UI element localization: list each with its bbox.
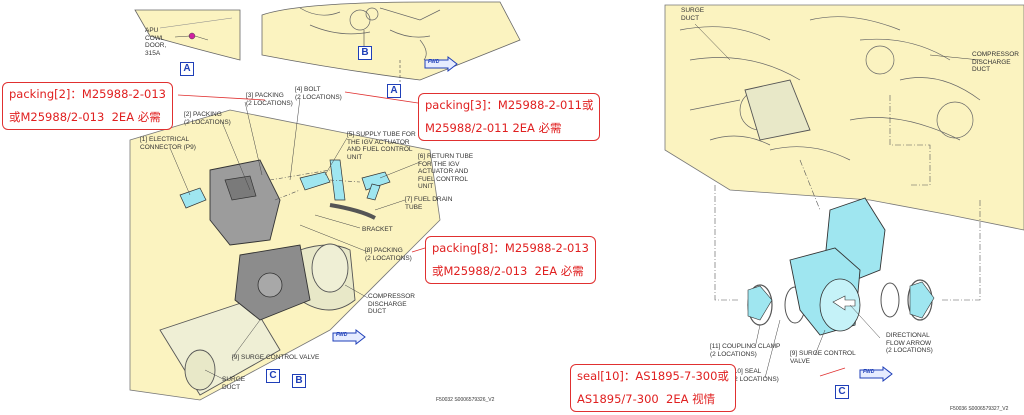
- fwd-arrow-label-lower: FWD: [336, 332, 348, 338]
- directional-flow-arrow-label: DIRECTIONAL FLOW ARROW (2 LOCATIONS): [886, 332, 933, 354]
- packing-8-label: [8] PACKING (2 LOCATIONS): [365, 247, 412, 262]
- figure-id-left: F50032 S0006579326_V2: [436, 397, 495, 403]
- supply-tube-label: [5] SUPPLY TUBE FOR THE IGV ACTUATOR AND…: [347, 131, 416, 161]
- compressor-discharge-duct-label: COMPRESSOR DISCHARGE DUCT: [368, 293, 415, 315]
- view-box-a: A: [180, 62, 194, 76]
- surge-control-valve-label: [9] SURGE CONTROL VALVE: [232, 354, 320, 361]
- view-box-c: C: [266, 369, 280, 383]
- return-tube-label: [6] RETURN TUBE FOR THE IGV ACTUATOR AND…: [418, 153, 474, 190]
- bracket-label: BRACKET: [362, 226, 393, 233]
- fwd-arrow-icon-right: FWD: [859, 365, 893, 383]
- packing-2-label: [2] PACKING (2 LOCATIONS): [184, 111, 231, 126]
- fwd-arrow-label: FWD: [428, 59, 440, 65]
- surge-control-valve-label-right: [9] SURGE CONTROL VALVE: [790, 350, 856, 365]
- packing-8-callout: packing[8]：M25988-2-013 或M25988/2-013 2E…: [425, 236, 596, 284]
- bolt-4-label: [4] BOLT (2 LOCATIONS): [295, 86, 342, 101]
- left-diagram-panel: APU COWL DOOR, 315A [3] PACKING (2 LOCAT…: [2, 1, 601, 403]
- view-box-a-secondary: A: [387, 84, 401, 98]
- fwd-arrow-icon: FWD: [424, 55, 458, 73]
- seal-10-callout: seal[10]：AS1895-7-300或 AS1895/7-300 2EA …: [570, 364, 736, 412]
- surge-duct-label-right: SURGE DUCT: [681, 7, 705, 22]
- fwd-arrow-icon-lower: FWD: [332, 328, 366, 346]
- surge-duct-label: SURGE DUCT: [222, 376, 246, 391]
- apu-cowl-door-label: APU COWL DOOR, 315A: [145, 27, 167, 57]
- packing-2-callout: packing[2]：M25988-2-013 或M25988/2-013 2E…: [2, 82, 173, 130]
- fwd-arrow-label-right: FWD: [863, 369, 875, 375]
- figure-id-right: F50036 S0006579327_V2: [950, 406, 1009, 412]
- view-box-b-secondary: B: [292, 374, 306, 388]
- packing-3-callout: packing[3]：M25988-2-011或 M25988/2-011 2E…: [418, 93, 601, 141]
- left-illustration: [129, 1, 521, 401]
- view-box-c-right: C: [835, 385, 849, 399]
- coupling-clamp-label: [11] COUPLING CLAMP (2 LOCATIONS): [710, 343, 781, 358]
- packing-3-label: [3] PACKING (2 LOCATIONS): [246, 92, 293, 107]
- compressor-discharge-duct-label-right: COMPRESSOR DISCHARGE DUCT: [972, 51, 1019, 73]
- right-illustration: [664, 4, 1024, 379]
- right-diagram-panel: SURGE DUCT COMPRESSOR DISCHARGE DUCT [11…: [570, 0, 1024, 415]
- electrical-connector-label: [1] ELECTRICAL CONNECTOR (P9): [140, 136, 196, 151]
- view-box-b: B: [358, 46, 372, 60]
- fuel-drain-tube-label: [7] FUEL DRAIN TUBE: [405, 196, 453, 211]
- seal-10-label: [10] SEAL (2 LOCATIONS): [732, 368, 779, 383]
